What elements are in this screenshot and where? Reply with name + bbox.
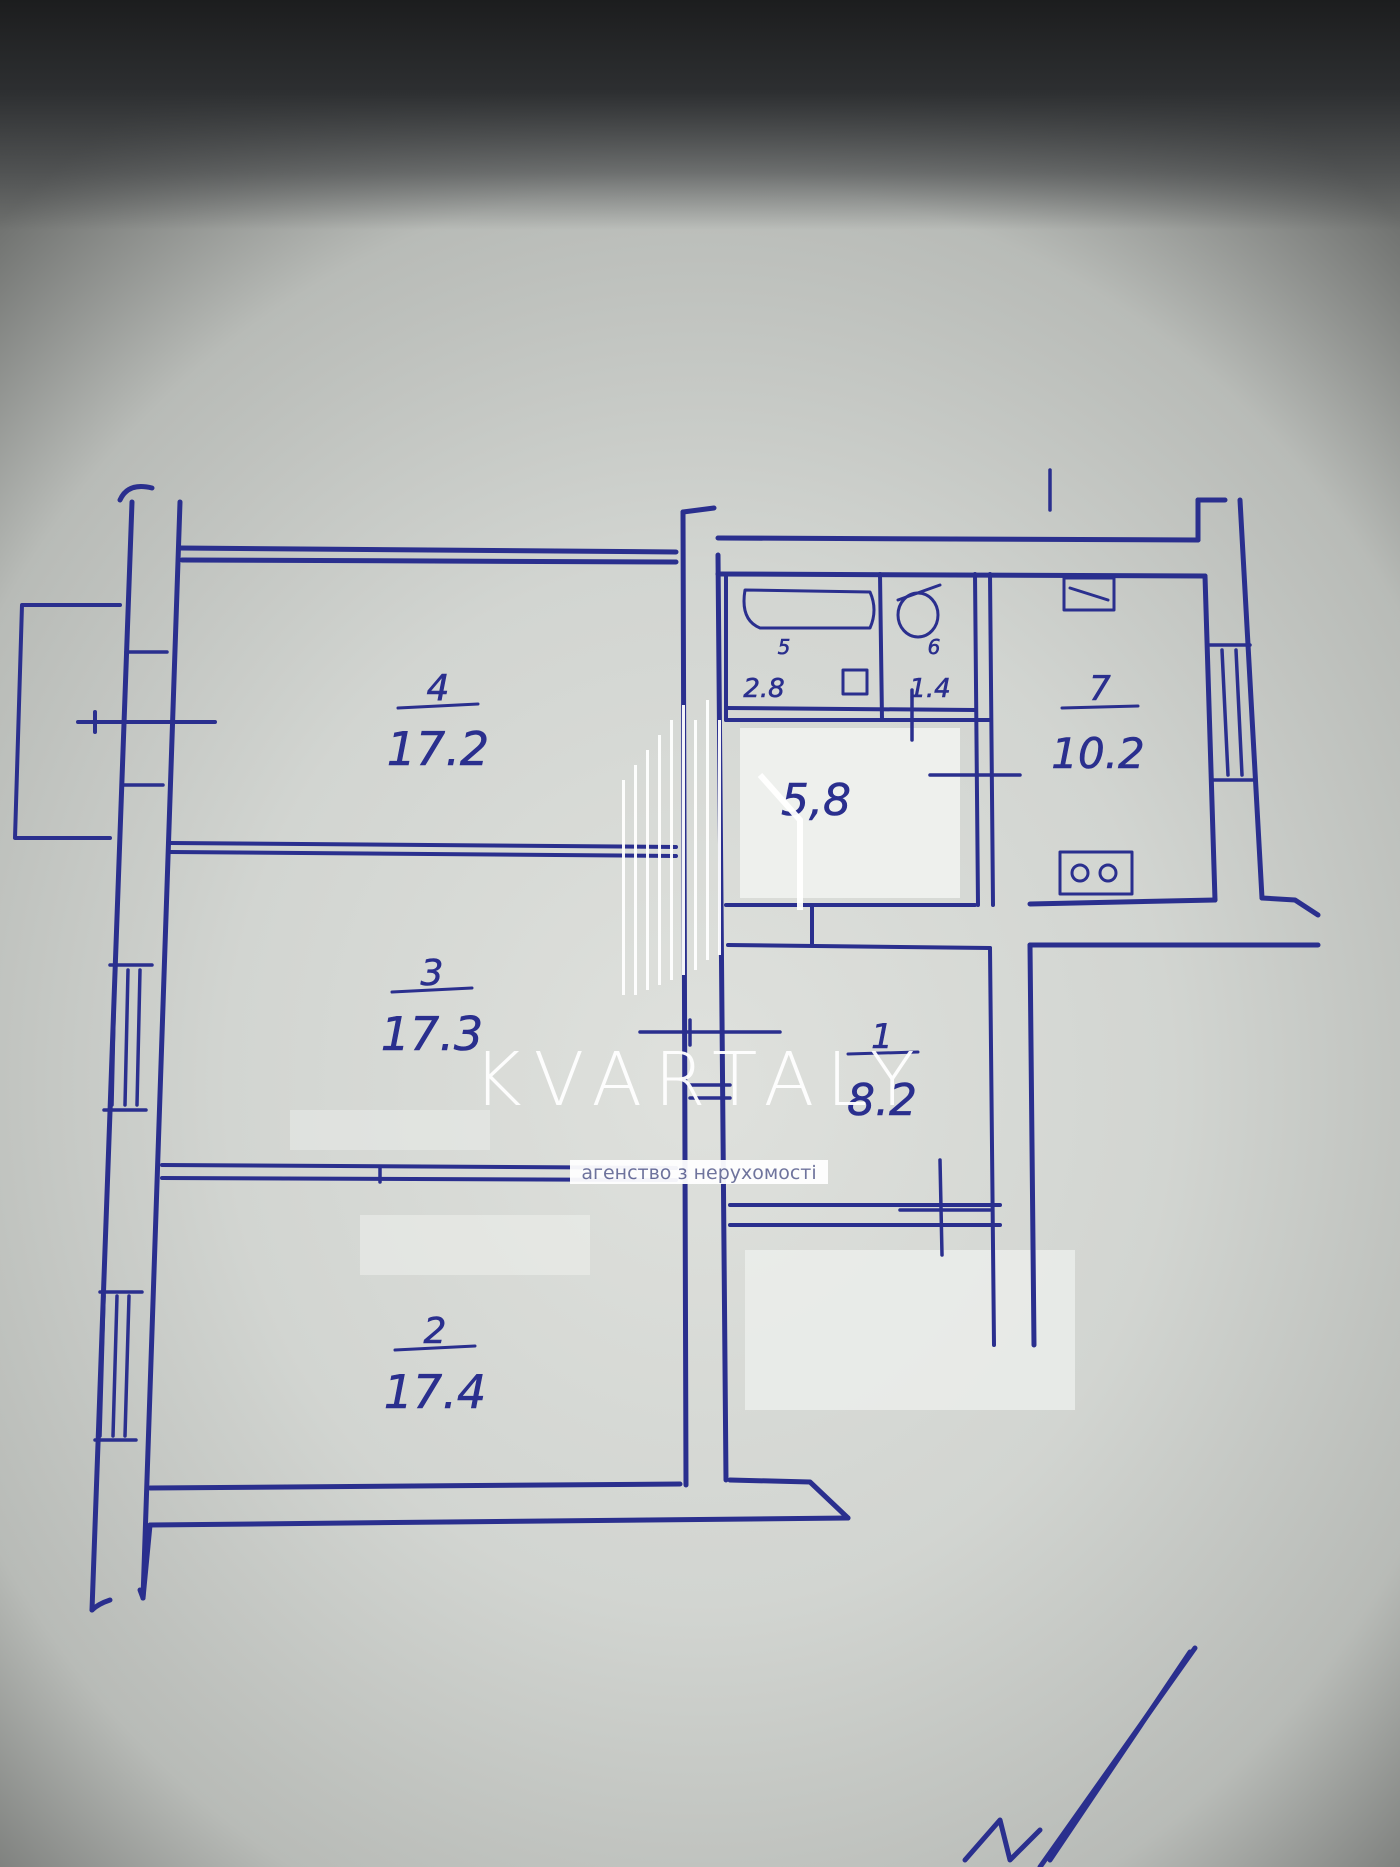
- watermark-tagline: агенство з нерухомості: [581, 1162, 816, 1184]
- toilet-icon: [896, 591, 940, 639]
- bathtub-icon: [742, 588, 876, 630]
- fixtures: [742, 576, 1134, 896]
- paper-blot: [740, 728, 960, 898]
- room-6-number: 6: [928, 635, 941, 659]
- room-3-number: 3: [421, 953, 444, 994]
- paper-blot: [745, 1250, 1075, 1410]
- room-6-area: 1.4: [909, 674, 950, 704]
- room-3-area: 17.3: [381, 1007, 483, 1061]
- sink-icon: [841, 668, 869, 696]
- kitchen-sink-icon: [1062, 576, 1116, 612]
- signature: [962, 1645, 1198, 1867]
- room-1-area: 8.2: [847, 1075, 917, 1126]
- paper-blot: [360, 1215, 590, 1275]
- room-7-number: 7: [1089, 669, 1111, 709]
- watermark-brand: KVARTALY: [473, 1037, 927, 1123]
- windows: [93, 643, 1256, 1442]
- watermark-bars-icon: [622, 700, 803, 995]
- door-marks: [378, 468, 1052, 1257]
- room-5-area: 2.8: [743, 674, 784, 704]
- hall-area: 5,8: [781, 775, 851, 826]
- balcony: [13, 603, 217, 840]
- watermark-tagline-bg: [570, 1160, 828, 1184]
- room-5-number: 5: [778, 635, 791, 659]
- room-2-number: 2: [424, 1311, 447, 1352]
- room-labels: 4 17.2 3 17.3 2 17.4 1 8.2 7 10.2 5 2.8 …: [380, 635, 1145, 1420]
- paper-blot: [290, 1110, 490, 1150]
- room-1-number: 1: [871, 1017, 893, 1057]
- watermark-logo: KVARTALY агенство з нерухомості: [473, 700, 927, 1184]
- room-7-area: 10.2: [1051, 729, 1145, 778]
- room-2-area: 17.4: [384, 1365, 486, 1419]
- stove-icon: [1058, 850, 1134, 896]
- internal-walls: [160, 572, 1002, 1347]
- room-4-area: 17.2: [387, 722, 489, 776]
- room-4-number: 4: [427, 668, 450, 709]
- outer-walls: [89, 484, 1321, 1613]
